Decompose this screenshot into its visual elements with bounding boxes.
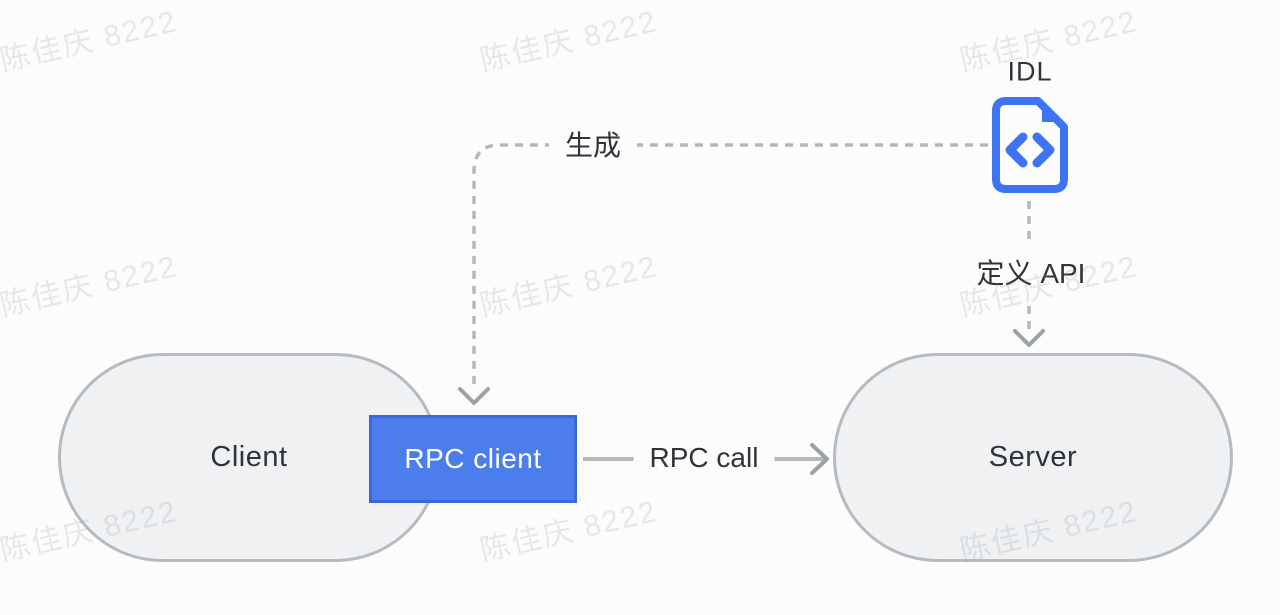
- node-client-label: Client: [210, 441, 288, 473]
- node-rpc-client: RPC client: [369, 415, 577, 503]
- edge-rpc-call-arrowhead-icon: [810, 443, 829, 475]
- node-idl-label: IDL: [1007, 56, 1053, 87]
- edge-define-api-label: 定义 API: [966, 244, 1096, 300]
- file-code-icon: [992, 97, 1068, 193]
- edge-define-api-arrowhead-icon: [1013, 329, 1045, 347]
- edge-generate-label: 生成: [548, 122, 638, 166]
- edge-generate-arrowhead-icon: [458, 387, 490, 405]
- node-server-label: Server: [988, 441, 1078, 473]
- edge-rpc-call-label: RPC call: [633, 440, 775, 476]
- node-rpc-client-label: RPC client: [404, 443, 542, 474]
- node-server: Server: [833, 353, 1233, 562]
- edge-generate-line: [472, 143, 988, 391]
